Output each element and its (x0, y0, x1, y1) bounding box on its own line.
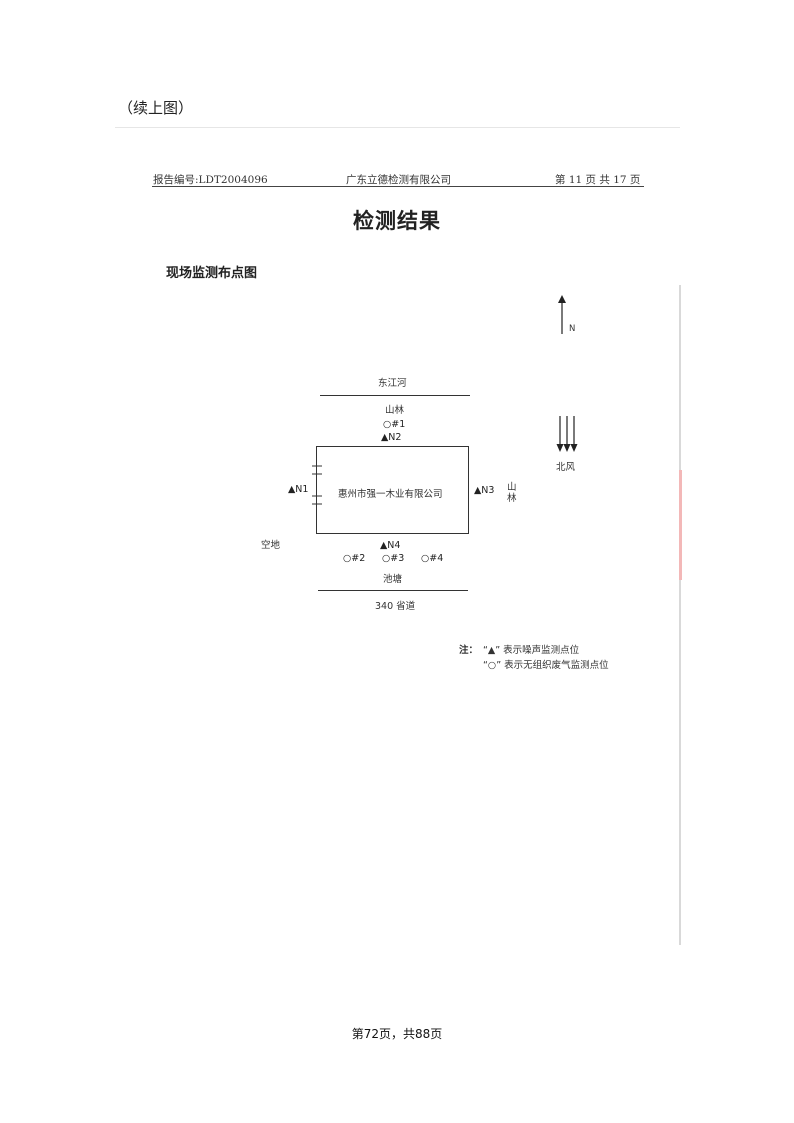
noise-point-n2: ▲N2 (381, 432, 402, 443)
north-arrow-icon (558, 295, 566, 334)
gas-point-4: ○#4 (421, 553, 444, 564)
factory-boundary (316, 446, 469, 534)
gate-ticks (312, 465, 322, 505)
header-rule (152, 186, 644, 187)
road-line (318, 590, 468, 591)
gas-point-3: ○#3 (382, 553, 405, 564)
forest-right-label-2: 林 (507, 493, 517, 504)
notes-prefix: 注： (459, 645, 479, 656)
forest-top-label: 山林 (385, 405, 405, 416)
page-footer: 第72页，共88页 (351, 1027, 443, 1041)
page-info: 第 11 页 共 17 页 (555, 174, 641, 186)
road-label: 340 省道 (375, 601, 416, 612)
gas-point-1: ○#1 (383, 419, 406, 430)
red-stamp-edge (679, 470, 682, 580)
notes-noise: “▲” 表示噪声监测点位 (483, 645, 580, 656)
gas-point-2: ○#2 (343, 553, 366, 564)
noise-point-n1: ▲N1 (288, 484, 309, 495)
company-name: 广东立德检测有限公司 (346, 174, 451, 186)
page-title: 检测结果 (353, 209, 441, 233)
notes-gas: “○” 表示无组织废气监测点位 (483, 660, 609, 671)
report-number: 报告编号:LDT2004096 (153, 174, 268, 186)
forest-right-label-1: 山 (507, 482, 517, 493)
noise-point-n4: ▲N4 (380, 540, 401, 551)
continuation-label: （续上图） (118, 99, 194, 117)
river-line (320, 395, 470, 396)
section-title: 现场监测布点图 (166, 266, 258, 281)
pond-label: 池塘 (383, 574, 403, 585)
wind-arrows-icon (556, 416, 578, 452)
noise-point-n3: ▲N3 (474, 485, 495, 496)
north-label: N (569, 324, 576, 334)
wind-label: 北风 (556, 462, 576, 473)
vacant-land-label: 空地 (261, 540, 281, 551)
factory-label: 惠州市强一木业有限公司 (338, 489, 443, 500)
river-label: 东江河 (378, 378, 407, 389)
scan-edge-right (679, 285, 681, 945)
scan-edge-top (115, 127, 680, 128)
